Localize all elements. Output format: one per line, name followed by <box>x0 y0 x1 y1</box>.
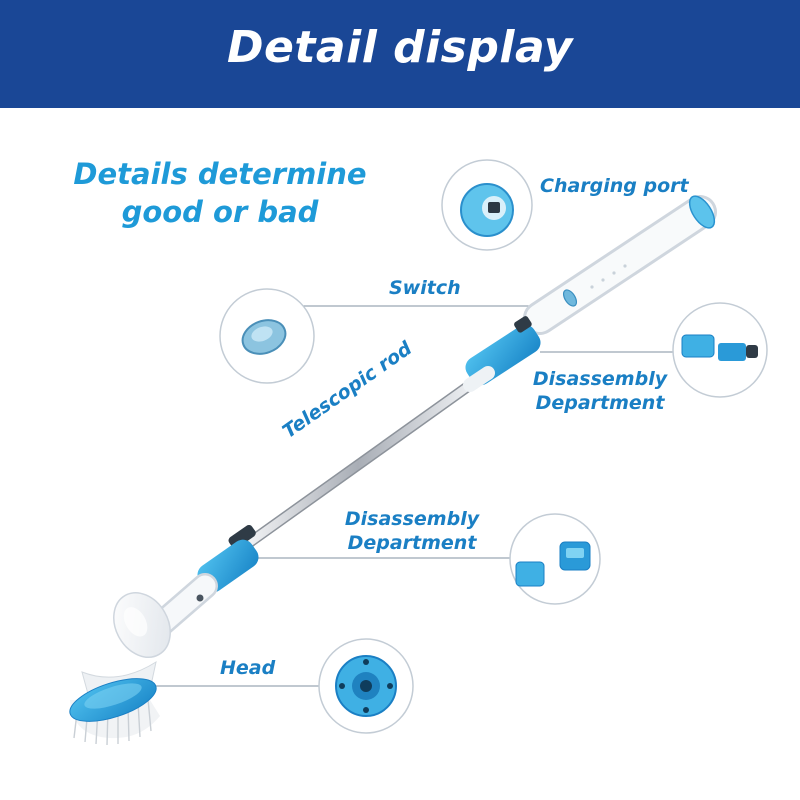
label-disassembly-upper-line-1: Disassembly <box>532 368 668 390</box>
brush-head <box>69 592 171 746</box>
label-disassembly-lower-line-1: Disassembly <box>344 508 480 530</box>
label-disassembly-lower-line-2: Department <box>347 532 477 554</box>
page-title: Detail display <box>227 22 573 73</box>
detail-disassembly-upper-circle <box>672 302 768 398</box>
switch-button <box>562 289 578 307</box>
label-charging-port: Charging port <box>540 175 689 197</box>
label-switch: Switch <box>389 277 461 299</box>
telescopic-rod <box>240 379 476 551</box>
detail-switch-circle <box>219 288 315 384</box>
detail-head-circle <box>318 638 414 734</box>
lower-joint <box>147 524 259 638</box>
leader-lines <box>150 305 690 687</box>
tagline-line-1: Details determine <box>73 157 367 191</box>
charging-cap <box>688 195 716 229</box>
upper-lock-clip <box>514 316 532 333</box>
detail-disassembly-lower-circle <box>509 513 601 605</box>
detail-charging-port-circle <box>441 159 533 251</box>
header-banner <box>0 0 800 108</box>
label-head: Head <box>220 657 276 679</box>
tagline-line-2: good or bad <box>121 195 319 229</box>
label-disassembly-upper-line-2: Department <box>535 392 665 414</box>
upper-handle <box>463 195 717 392</box>
